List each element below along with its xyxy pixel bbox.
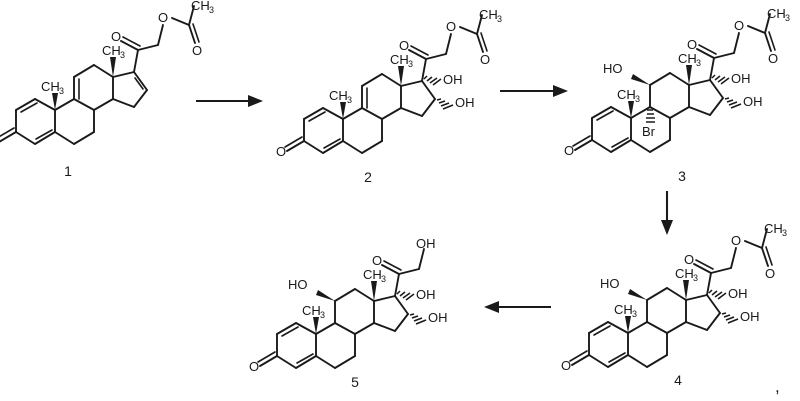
atom-o-c5-20keto: O bbox=[372, 253, 382, 268]
atom-ch3-c5-c10: CH bbox=[302, 303, 321, 318]
atom-ho-c3-11: HO bbox=[603, 61, 623, 76]
trailing-comma: , bbox=[775, 377, 780, 396]
atom-o-c3-acetyl-carbonyl: O bbox=[768, 51, 778, 66]
atom-o-c2-3keto: O bbox=[276, 144, 286, 159]
atom-ch3-sub-c4-acetyl: 3 bbox=[782, 228, 787, 238]
compound-label-4: 4 bbox=[674, 372, 682, 388]
atom-oh-c5-21: OH bbox=[416, 236, 436, 251]
atom-o-c1-ester: O bbox=[158, 10, 168, 25]
bond-hash-c3-17oh bbox=[711, 74, 730, 85]
atom-oh-c4-16: OH bbox=[740, 309, 760, 324]
arrow-3-to-4 bbox=[661, 191, 673, 235]
compound-2-structure: O CH 3 CH 3 OH bbox=[276, 7, 502, 185]
compound-3-structure: O CH 3 CH 3 Br HO bbox=[564, 6, 790, 184]
atom-o-c2-acetyl-carbonyl: O bbox=[480, 52, 490, 67]
atom-ch3-sub-c1-acetyl: 3 bbox=[209, 5, 214, 15]
atom-o-c4-acetyl-carbonyl: O bbox=[765, 266, 775, 281]
compound-4-structure: O CH 3 CH 3 HO OH bbox=[561, 221, 787, 388]
atom-ch3-c1-c10: CH bbox=[41, 79, 60, 94]
atom-ch3-c2-c10: CH bbox=[329, 88, 348, 103]
bond-hash-c5-16oh bbox=[409, 313, 427, 325]
arrow-1-to-2 bbox=[196, 95, 263, 107]
atom-ch3-c2-acetyl: CH bbox=[479, 7, 498, 22]
atom-o-c3-20keto: O bbox=[687, 37, 697, 52]
bond-hash-c2-17oh bbox=[423, 75, 442, 86]
atom-ch3-c4-c13: CH bbox=[675, 266, 694, 281]
atom-o-c4-3keto: O bbox=[561, 358, 571, 373]
atom-ch3-sub-c5-c13: 3 bbox=[381, 274, 386, 284]
bond-hash-c5-17oh bbox=[396, 290, 415, 301]
atom-oh-c2-16: OH bbox=[455, 95, 475, 110]
bond-hash-c2-16oh bbox=[436, 98, 454, 110]
atom-ch3-c3-acetyl: CH bbox=[767, 6, 786, 21]
atom-ch3-sub-c1-c10: 3 bbox=[59, 86, 64, 96]
atom-o-c2-ester: O bbox=[446, 19, 456, 34]
bond-hash-c3-16oh bbox=[724, 97, 742, 109]
arrow-4-to-5 bbox=[484, 301, 551, 313]
atom-oh-c4-17: OH bbox=[728, 286, 748, 301]
atom-o-c4-20keto: O bbox=[684, 252, 694, 267]
bond-hash-c4-16oh bbox=[721, 312, 739, 324]
atom-o-c2-20keto: O bbox=[399, 38, 409, 53]
atom-ch3-sub-c2-c13: 3 bbox=[408, 59, 413, 69]
atom-o-c3-3keto: O bbox=[564, 143, 574, 158]
atom-br-c3-9: Br bbox=[642, 124, 656, 139]
compound-label-2: 2 bbox=[364, 169, 372, 185]
arrow-2-to-3 bbox=[500, 85, 568, 97]
atom-ch3-sub-c3-c10: 3 bbox=[635, 94, 640, 104]
compound-label-3: 3 bbox=[678, 168, 686, 184]
atom-ch3-sub-c4-c13: 3 bbox=[693, 273, 698, 283]
atom-ch3-c1-acetyl: CH bbox=[191, 0, 210, 13]
compound-label-1: 1 bbox=[64, 163, 72, 179]
atom-ch3-c5-c13: CH bbox=[363, 267, 382, 282]
atom-oh-c3-16: OH bbox=[743, 94, 763, 109]
atom-ho-c5-11: HO bbox=[288, 277, 308, 292]
atom-ch3-sub-c2-acetyl: 3 bbox=[497, 14, 502, 24]
atom-o-c4-ester: O bbox=[731, 233, 741, 248]
atom-ch3-c4-acetyl: CH bbox=[764, 221, 783, 236]
atom-ch3-c1-c13: CH bbox=[102, 43, 121, 58]
atom-o-c3-ester: O bbox=[734, 18, 744, 33]
bond-hash-c4-17oh bbox=[708, 289, 727, 300]
atom-ch3-sub-c3-acetyl: 3 bbox=[785, 13, 790, 23]
atom-oh-c2-17: OH bbox=[443, 72, 463, 87]
compound-1-structure: O CH 3 CH 3 O bbox=[0, 0, 214, 179]
atom-oh-c5-16: OH bbox=[428, 310, 448, 325]
atom-ch3-sub-c5-c10: 3 bbox=[320, 310, 325, 320]
atom-ch3-sub-c4-c10: 3 bbox=[632, 309, 637, 319]
atom-ch3-c3-c10: CH bbox=[617, 87, 636, 102]
atom-ho-c4-11: HO bbox=[600, 276, 620, 291]
atom-ch3-sub-c3-c13: 3 bbox=[696, 58, 701, 68]
atom-ch3-c2-c13: CH bbox=[390, 52, 409, 67]
compound-label-5: 5 bbox=[351, 374, 359, 390]
atom-oh-c3-17: OH bbox=[731, 71, 751, 86]
atom-o-c5-3keto: O bbox=[249, 359, 259, 374]
atom-ch3-sub-c2-c10: 3 bbox=[347, 95, 352, 105]
atom-ch3-c3-c13: CH bbox=[678, 51, 697, 66]
atom-o-c1-acetyl-carbonyl: O bbox=[192, 43, 202, 58]
atom-ch3-c4-c10: CH bbox=[614, 302, 633, 317]
atom-oh-c5-17: OH bbox=[416, 287, 436, 302]
atom-o-c1-20keto: O bbox=[111, 29, 121, 44]
atom-ch3-sub-c1-c13: 3 bbox=[120, 50, 125, 60]
bond-hash-c3-9br bbox=[646, 109, 655, 123]
compound-5-structure: O CH 3 CH 3 HO OH bbox=[249, 236, 448, 390]
